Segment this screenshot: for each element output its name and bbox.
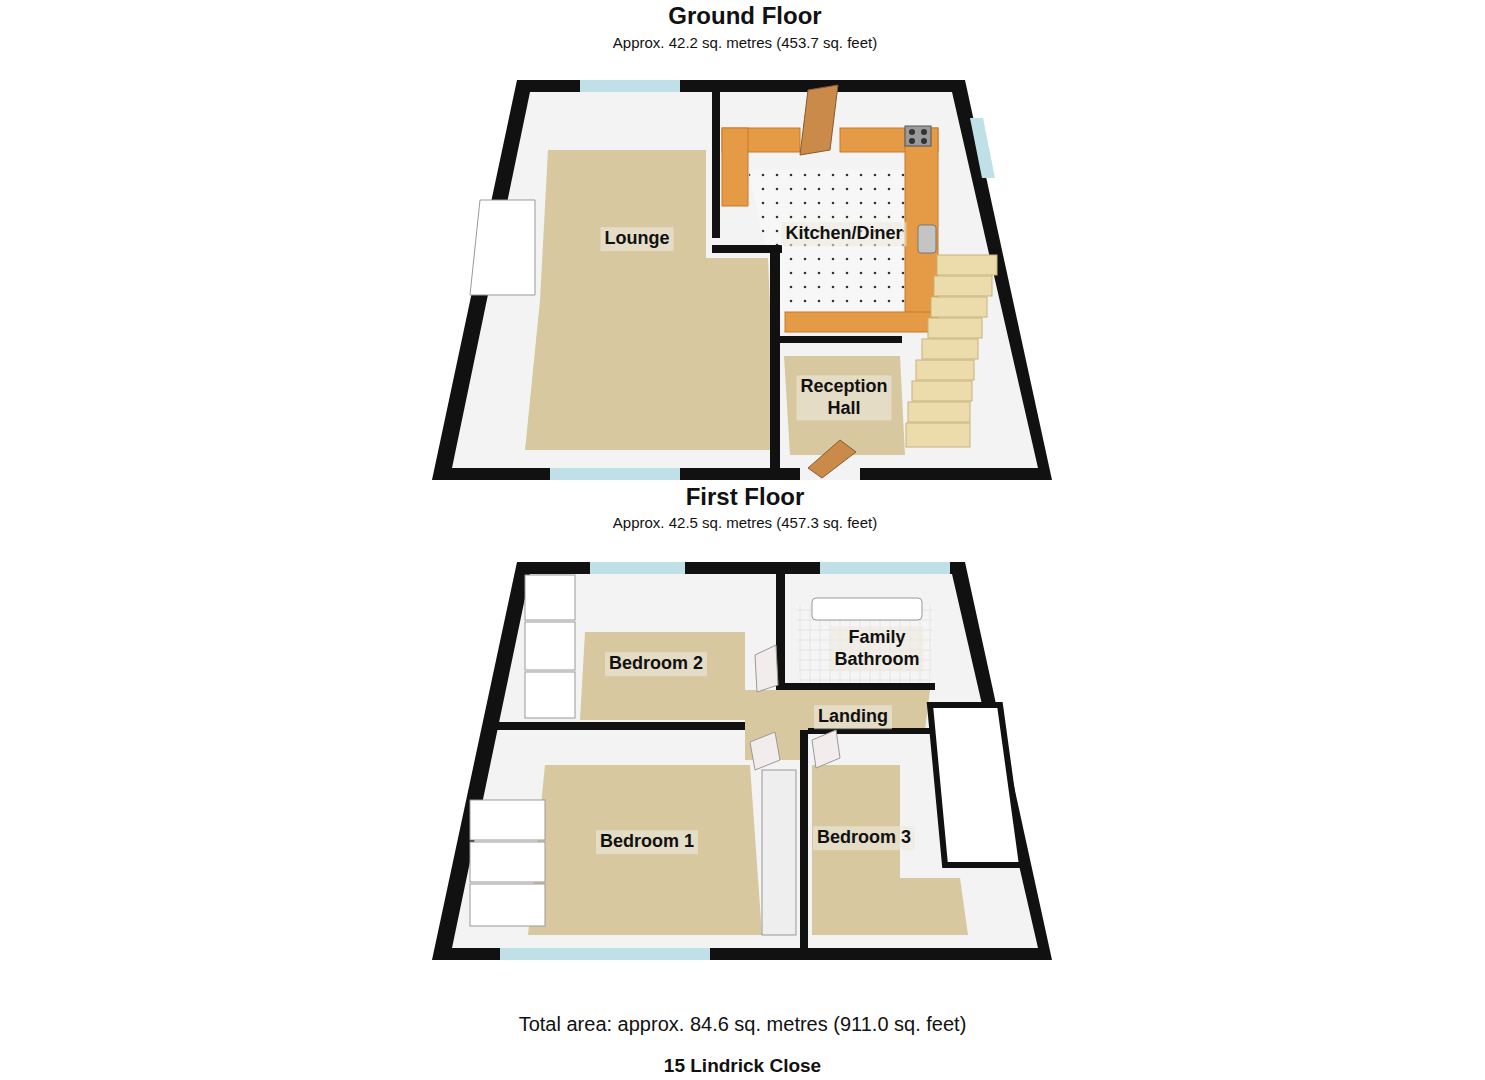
floor-plan: Ground FloorApprox. 42.2 sq. metres (453…: [430, 0, 1060, 485]
first-floor-plan: [432, 562, 1052, 960]
stair-step: [928, 318, 982, 338]
cupboard: [762, 770, 796, 935]
partition-wall: [780, 336, 902, 343]
alcove-cabinet: [470, 200, 535, 295]
floor-area: Approx. 42.5 sq. metres (457.3 sq. feet): [430, 514, 1060, 531]
partition-wall: [770, 250, 780, 468]
wardrobe: [525, 575, 575, 620]
room-name: Bedroom 3: [817, 827, 911, 847]
hob: [905, 126, 931, 146]
partition-wall: [712, 88, 720, 238]
bedroom-floor: [528, 765, 762, 935]
floor-heading: Ground Floor: [430, 2, 1060, 30]
window: [820, 562, 950, 574]
bath: [812, 598, 922, 620]
window: [590, 562, 685, 574]
room-name: Bedroom 1: [600, 831, 694, 851]
window: [500, 948, 710, 960]
stair-step: [908, 402, 970, 422]
wall-face: [452, 574, 1038, 948]
room-label: Bedroom 3: [813, 826, 915, 850]
partition-wall: [785, 683, 935, 690]
outer-wall: [432, 80, 1052, 480]
room-name: Reception Hall: [800, 376, 887, 419]
room-label: Family Bathroom: [831, 626, 924, 671]
front-door: [808, 440, 856, 478]
back-door: [800, 85, 838, 155]
hall-floor: [784, 356, 905, 455]
stair-bulkhead: [930, 705, 1022, 865]
wardrobe: [525, 622, 575, 670]
sink: [918, 225, 936, 253]
hob-ring: [909, 138, 915, 144]
stair-step: [916, 360, 974, 380]
stair-step: [931, 297, 987, 317]
wardrobe: [470, 884, 545, 926]
partition-wall: [800, 730, 808, 948]
window: [550, 468, 680, 480]
room-name: Landing: [818, 706, 888, 726]
room-label: Bedroom 2: [605, 652, 707, 676]
worktop: [905, 128, 938, 315]
window: [580, 80, 680, 92]
outer-wall: [432, 562, 1052, 960]
bedroom-floor: [580, 632, 745, 720]
room-label: Bedroom 1: [596, 830, 698, 854]
wardrobe: [470, 842, 545, 882]
door: [812, 730, 840, 768]
window: [970, 118, 995, 178]
wardrobe: [525, 672, 575, 718]
door: [750, 732, 780, 770]
hob-ring: [909, 129, 915, 135]
partition-wall: [808, 728, 930, 734]
room-name: Family Bathroom: [835, 627, 920, 670]
room-name: Lounge: [605, 228, 670, 248]
partition-wall: [490, 722, 745, 730]
room-label: Lounge: [601, 227, 674, 251]
hob-ring: [921, 129, 927, 135]
worktop: [785, 312, 938, 332]
wardrobe: [470, 800, 545, 840]
wall-face: [452, 92, 1038, 468]
caption: Total area: approx. 84.6 sq. metres (911…: [0, 1013, 1485, 1036]
stair-step: [934, 276, 992, 296]
room-name: Kitchen/Diner: [785, 223, 902, 243]
door: [755, 645, 778, 692]
room-label: Kitchen/Diner: [781, 222, 906, 246]
room-label: Landing: [814, 705, 892, 729]
hob-ring: [921, 138, 927, 144]
room-name: Bedroom 2: [609, 653, 703, 673]
room-label: Reception Hall: [796, 375, 891, 420]
stair-step: [922, 339, 978, 359]
stair-step: [937, 255, 997, 275]
stair-step: [906, 423, 970, 447]
worktop: [722, 128, 748, 206]
address-label: 15 Lindrick Close: [0, 1055, 1485, 1077]
floor-heading: First Floor: [430, 483, 1060, 511]
stair-step: [912, 381, 972, 401]
floor-area: Approx. 42.2 sq. metres (453.7 sq. feet): [430, 34, 1060, 51]
floor-plan: First FloorApprox. 42.5 sq. metres (457.…: [430, 483, 1060, 968]
ground-floor-plan: [432, 80, 1052, 480]
